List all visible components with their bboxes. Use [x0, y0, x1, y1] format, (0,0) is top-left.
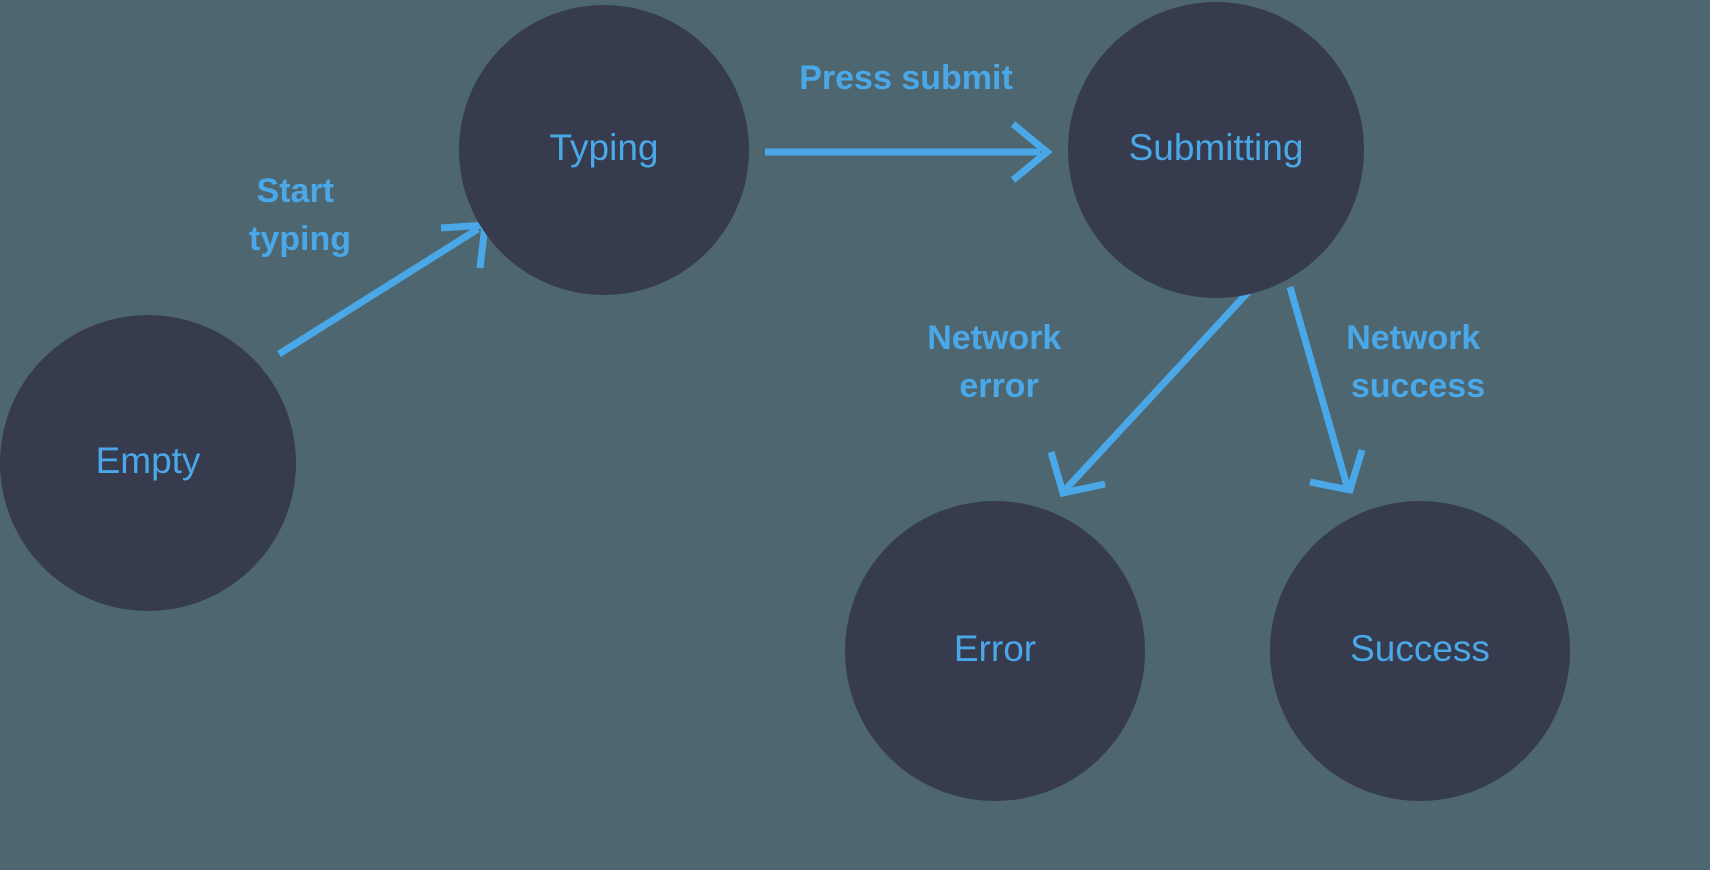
node-empty-label: Empty [96, 440, 201, 481]
node-error-label: Error [954, 628, 1036, 669]
node-success[interactable]: Success [1270, 501, 1570, 801]
node-success-label: Success [1350, 628, 1490, 669]
edge-network-success-arrowhead [1309, 448, 1366, 495]
node-empty-circle [0, 315, 296, 611]
edge-label-press-submit: Press submit [799, 59, 1013, 97]
edge-network-success-line [1286, 286, 1351, 487]
node-submitting[interactable]: Submitting [1068, 2, 1364, 298]
node-submitting-circle [1068, 2, 1364, 298]
node-typing[interactable]: Typing [459, 5, 749, 295]
edge-press-submit[interactable] [765, 121, 1053, 183]
node-success-circle [1270, 501, 1570, 801]
edge-network-error[interactable] [1047, 287, 1253, 498]
node-empty[interactable]: Empty [0, 315, 296, 611]
edge-network-success[interactable] [1286, 286, 1366, 495]
edge-label-press-submit-line-1: Press submit [799, 59, 1013, 97]
edge-label-start-typing: Start typing [249, 172, 351, 258]
edge-label-start-typing-line-1: Start [257, 172, 334, 210]
edge-label-start-typing-line-2: typing [249, 220, 351, 258]
edge-network-error-line [1063, 287, 1253, 492]
edge-label-network-error-line-1: Network [927, 319, 1061, 357]
edge-label-network-success-line-2: success [1351, 367, 1485, 405]
node-typing-circle [459, 5, 749, 295]
node-error[interactable]: Error [845, 501, 1145, 801]
edge-press-submit-arrowhead [1010, 121, 1053, 183]
edge-label-network-error-line-2: error [959, 367, 1038, 405]
edge-start-typing-line [277, 226, 480, 357]
edge-label-network-success-line-1: Network [1346, 319, 1480, 357]
edge-label-network-success: Network success [1346, 319, 1490, 405]
node-typing-label: Typing [549, 127, 658, 168]
edge-label-network-error: Network error [927, 319, 1071, 405]
edge-network-error-arrowhead [1047, 451, 1106, 498]
node-error-circle [845, 501, 1145, 801]
node-submitting-label: Submitting [1129, 127, 1304, 168]
